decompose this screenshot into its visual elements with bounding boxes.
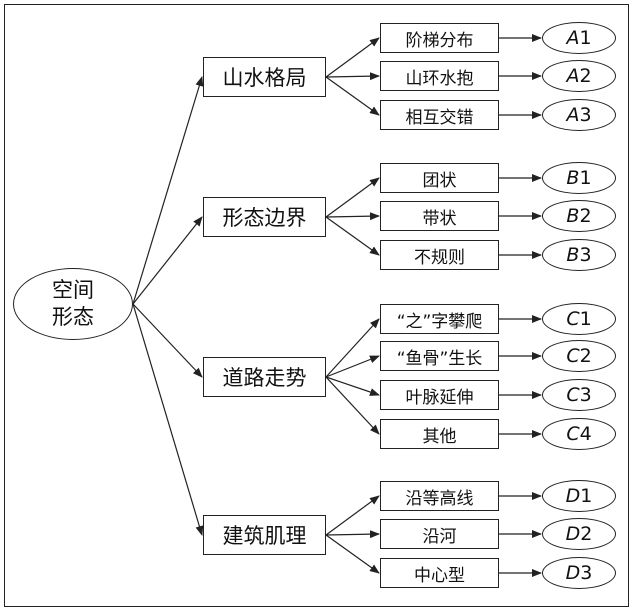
connector-arrow (325, 212, 380, 221)
leaf-label: “之”字攀爬 (396, 311, 483, 332)
category-label: 建筑肌理 (222, 524, 307, 548)
code-letter: B (566, 244, 580, 266)
code-number: 1 (580, 485, 593, 507)
code-letter: B (566, 167, 580, 189)
connector-arrow (132, 76, 204, 305)
code-letter: B (566, 205, 580, 227)
leaf-node: 不规则 (380, 240, 499, 270)
leaf-label: 中心型 (414, 565, 465, 586)
connector-arrow (325, 177, 380, 218)
code-letter: D (565, 562, 581, 584)
connector-arrow (325, 72, 380, 81)
code-number: 2 (579, 65, 592, 87)
leaf-node: “鱼骨”生长 (380, 341, 499, 371)
code-letter: C (566, 308, 580, 330)
category-node: 建筑肌理 (203, 515, 326, 555)
category-node: 道路走势 (203, 357, 326, 397)
code-number: 1 (579, 167, 592, 189)
code-number: 3 (579, 104, 592, 126)
root-node: 空间 形态 (13, 268, 133, 340)
connector-arrow (132, 303, 204, 536)
category-label: 道路走势 (222, 366, 307, 390)
leaf-label: 其他 (422, 426, 457, 447)
leaf-node: 团状 (380, 163, 499, 193)
connector-arrow (325, 376, 380, 435)
code-number: 1 (579, 27, 592, 49)
leaf-label: 山环水抱 (405, 68, 474, 89)
leaf-label: 沿河 (422, 526, 457, 547)
leaf-node: 沿河 (380, 519, 499, 549)
leaf-node: “之”字攀爬 (380, 304, 499, 334)
code-letter: C (566, 345, 580, 367)
category-node: 山水格局 (203, 57, 326, 97)
code-number: 1 (579, 308, 592, 330)
code-number: 2 (579, 205, 592, 227)
code-letter: C (566, 423, 580, 445)
leaf-label: 相互交错 (405, 107, 474, 128)
connector-arrow (325, 534, 380, 574)
code-letter: A (566, 27, 580, 49)
leaf-node: 叶脉延伸 (380, 380, 499, 410)
leaf-node: 相互交错 (380, 100, 499, 130)
connector-arrow (132, 216, 203, 305)
connector-arrow (132, 303, 203, 378)
connector-arrow (325, 37, 380, 78)
leaf-label: 沿等高线 (405, 488, 474, 509)
leaf-node: 沿等高线 (380, 481, 499, 511)
leaf-label: 叶脉延伸 (405, 387, 474, 408)
code-number: 4 (579, 423, 592, 445)
connector-arrow (325, 216, 380, 256)
connector-arrow (325, 318, 380, 378)
code-number: 3 (580, 562, 593, 584)
leaf-node: 其他 (380, 419, 499, 449)
code-letter: A (566, 65, 580, 87)
category-label: 山水格局 (222, 66, 307, 90)
code-number: 3 (579, 384, 592, 406)
leaf-label: “鱼骨”生长 (396, 348, 483, 369)
leaf-node: 阶梯分布 (380, 23, 499, 53)
leaf-label: 带状 (422, 208, 457, 229)
leaf-node: 中心型 (380, 558, 499, 588)
code-letter: D (565, 523, 581, 545)
leaf-label: 不规则 (414, 247, 465, 268)
category-node: 形态边界 (203, 197, 326, 237)
leaf-node: 带状 (380, 201, 499, 231)
leaf-label: 阶梯分布 (405, 30, 474, 51)
code-letter: C (566, 384, 580, 406)
code-number: 2 (579, 345, 592, 367)
connector-arrow (325, 355, 380, 378)
connector-arrow (325, 376, 380, 396)
connector-arrow (325, 530, 380, 539)
code-number: 3 (579, 244, 592, 266)
code-number: 2 (580, 523, 593, 545)
code-letter: A (566, 104, 580, 126)
root-label-line2: 形态 (52, 305, 94, 329)
code-letter: D (565, 485, 581, 507)
connector-arrow (325, 76, 380, 116)
category-label: 形态边界 (222, 206, 307, 230)
connector-arrow (325, 495, 380, 536)
diagram-frame (4, 4, 629, 607)
leaf-label: 团状 (422, 170, 457, 191)
leaf-node: 山环水抱 (380, 61, 499, 91)
root-label-line1: 空间 (52, 278, 94, 302)
